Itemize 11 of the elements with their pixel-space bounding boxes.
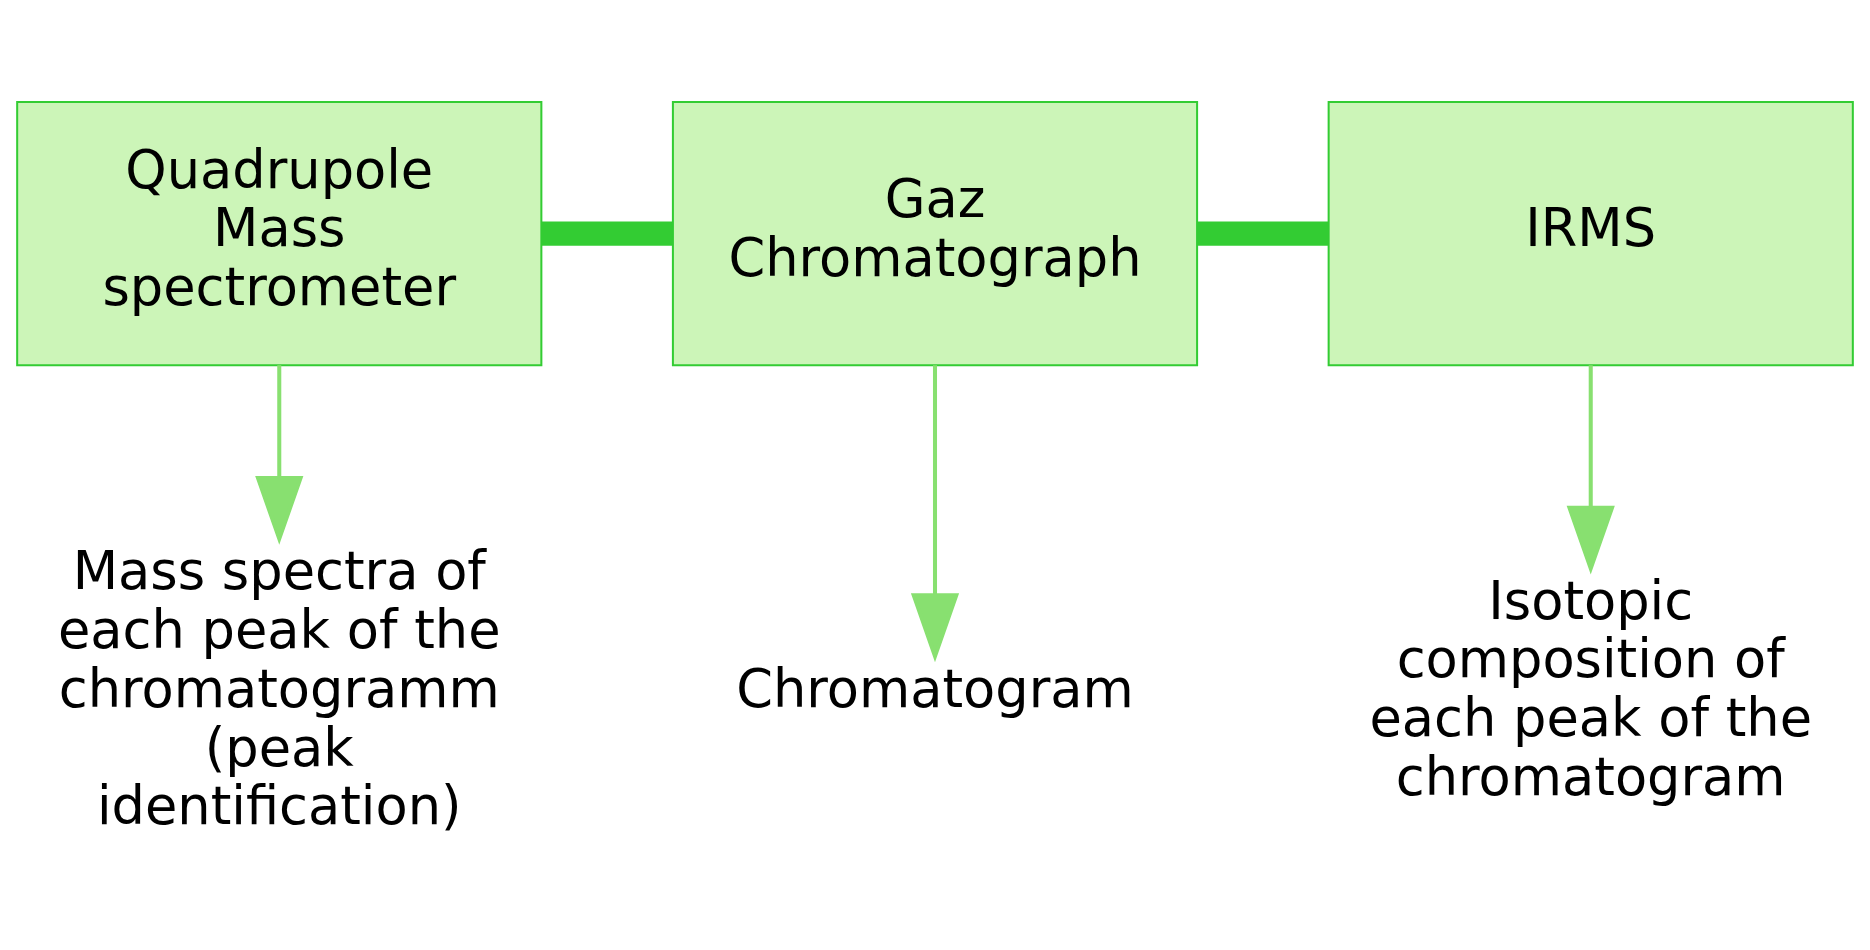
node-box: IRMS — [1327, 100, 1854, 366]
arrow — [255, 364, 304, 545]
node-box: Gaz Chromatograph — [671, 100, 1199, 366]
arrow — [910, 364, 960, 662]
node-text: Chromatogram — [736, 657, 1134, 719]
connector — [541, 221, 673, 246]
arrow — [1566, 364, 1615, 575]
node-text: Isotopic composition of each peak of the chromatogram — [1369, 569, 1813, 807]
node-text: Mass spectra of each peak of the chromatogramm (peak identification) — [57, 539, 501, 836]
node-box: Quadrupole Mass spectrometer — [16, 100, 543, 366]
connector — [1197, 221, 1329, 246]
